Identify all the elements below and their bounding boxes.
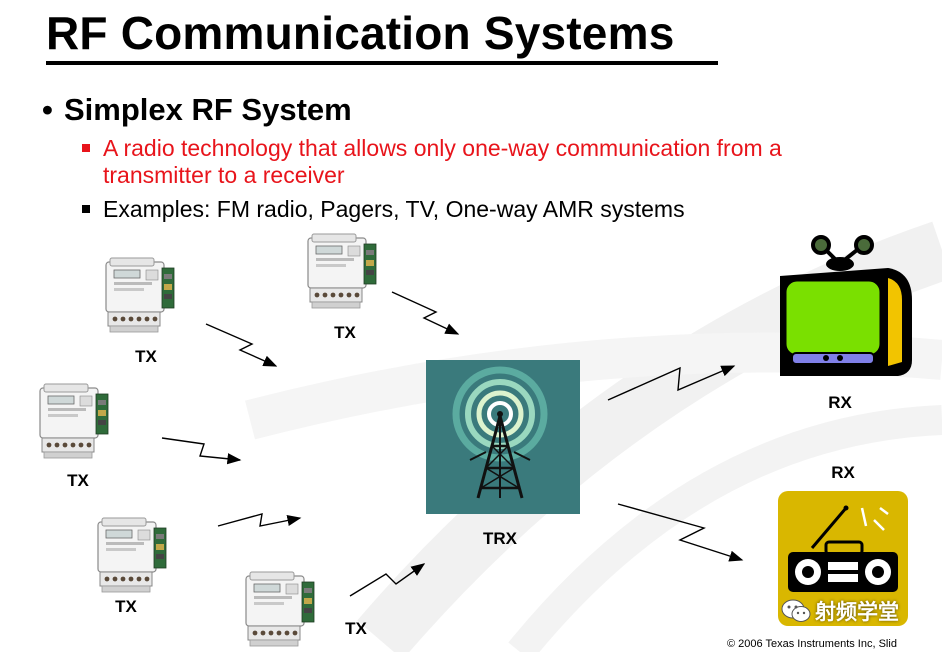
tx-meter-5: TX bbox=[245, 571, 368, 647]
television-icon bbox=[780, 235, 912, 376]
rx-television: RX bbox=[780, 235, 912, 412]
lightning-arrow-icon bbox=[349, 563, 426, 597]
rx-label-radio: RX bbox=[831, 463, 855, 482]
tx-label-4: TX bbox=[115, 597, 137, 616]
sub-bullet-examples-text: Examples: FM radio, Pagers, TV, One-way … bbox=[103, 196, 685, 222]
title-underline bbox=[46, 61, 718, 65]
main-bullet-text: Simplex RF System bbox=[64, 92, 352, 127]
tx-label-5: TX bbox=[345, 619, 367, 638]
power-meter-icon bbox=[97, 517, 167, 593]
tx-meter-2: TX bbox=[307, 233, 377, 342]
square-bullet-icon bbox=[82, 144, 90, 152]
power-meter-icon bbox=[105, 257, 175, 333]
power-meter-icon bbox=[39, 383, 109, 459]
copyright-footer: © 2006 Texas Instruments Inc, Slid bbox=[727, 638, 897, 650]
square-bullet-icon bbox=[82, 205, 90, 213]
slide-title: RF Communication Systems bbox=[46, 7, 675, 59]
wechat-watermark: 射频学堂 bbox=[781, 596, 942, 626]
tx-meter-4: TX bbox=[97, 517, 167, 616]
rx-radio: RX bbox=[778, 463, 908, 626]
bullet-dot: • bbox=[42, 92, 53, 127]
tx-label-1: TX bbox=[135, 347, 157, 366]
sub-bullet-examples: Examples: FM radio, Pagers, TV, One-way … bbox=[82, 196, 862, 223]
trx-label: TRX bbox=[483, 529, 518, 548]
power-meter-icon bbox=[245, 571, 315, 647]
trx-tower: TRX bbox=[426, 360, 580, 548]
tx-label-3: TX bbox=[67, 471, 89, 490]
sub-bullet-definition-text: A radio technology that allows only one-… bbox=[103, 135, 782, 188]
lightning-arrow-icon bbox=[161, 437, 242, 465]
lightning-arrow-icon bbox=[617, 503, 744, 562]
tx-meter-1: TX bbox=[105, 257, 175, 366]
power-meter-icon bbox=[307, 233, 377, 309]
main-bullet: • Simplex RF System bbox=[42, 92, 352, 128]
wechat-icon bbox=[781, 599, 811, 622]
sub-bullet-definition: A radio technology that allows only one-… bbox=[82, 135, 862, 189]
lightning-arrow-icon bbox=[391, 291, 460, 335]
boombox-radio-icon bbox=[778, 491, 908, 626]
rx-label-tv: RX bbox=[828, 393, 852, 412]
watermark-text: 射频学堂 bbox=[815, 601, 899, 624]
lightning-arrow-icon bbox=[607, 365, 736, 401]
lightning-arrow-icon bbox=[217, 513, 302, 527]
lightning-arrow-icon bbox=[205, 323, 278, 367]
tx-meter-3: TX bbox=[39, 383, 109, 490]
tx-label-2: TX bbox=[334, 323, 356, 342]
